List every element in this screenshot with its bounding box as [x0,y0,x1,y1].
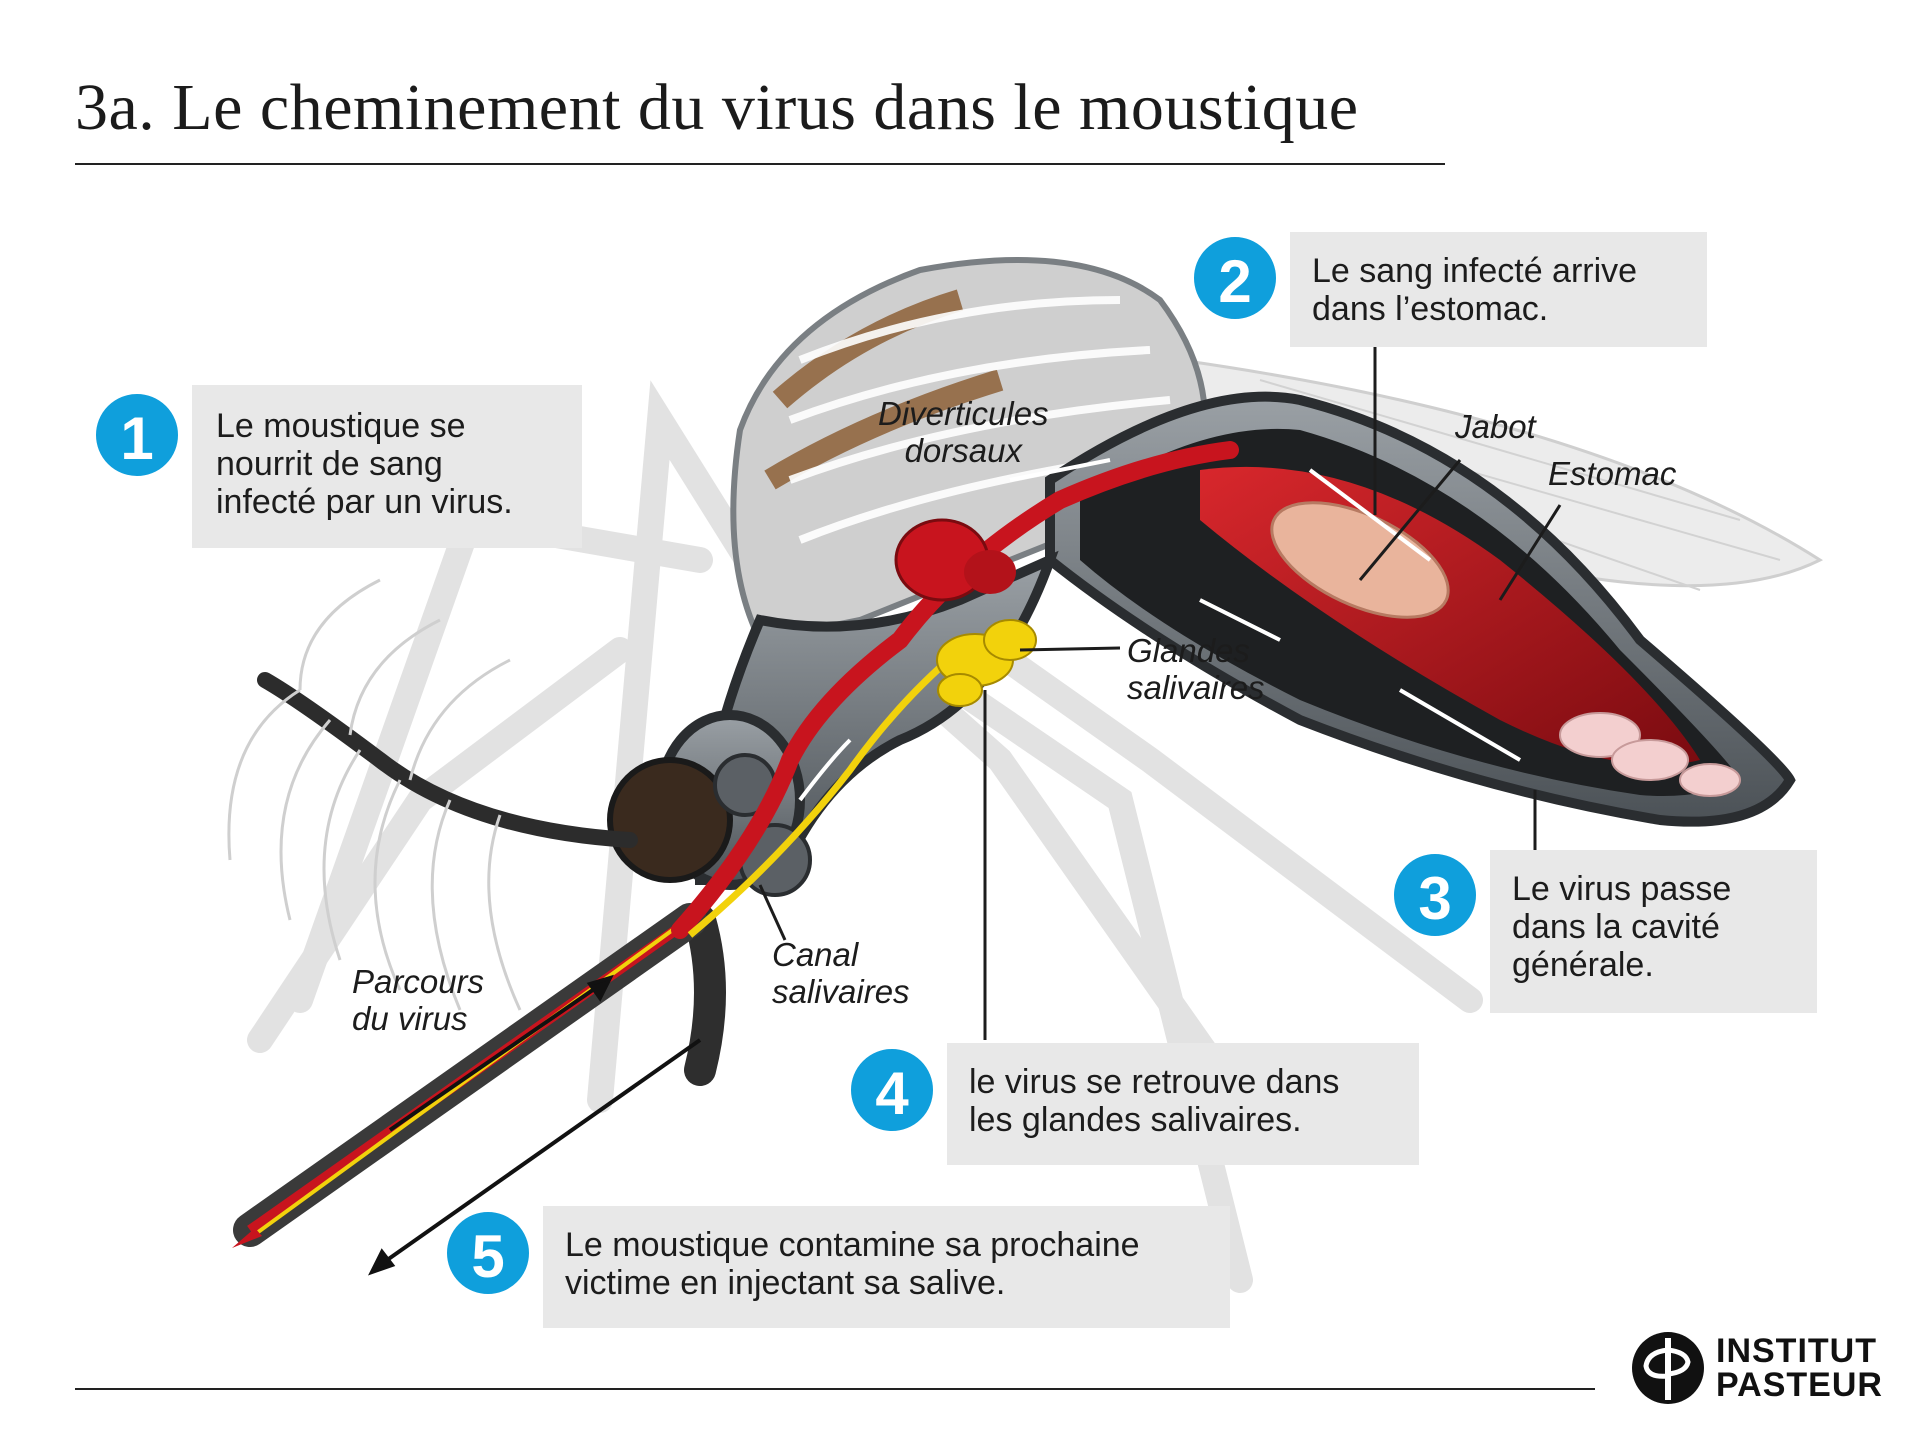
step-1-line-2: nourrit de sang [216,445,443,483]
proboscis-tip [232,1228,262,1248]
step-2-line-1: Le sang infecté arrive [1312,252,1638,290]
label-jabot: Jabot [1455,408,1536,445]
saliva-path [687,647,963,938]
step-3-line-1: Le virus passe [1512,870,1732,908]
title-rule [75,163,1445,165]
step-2-badge: 2 [1190,233,1280,323]
step-2-box: Le sang infecté arrive dans l’estomac. [1290,232,1707,347]
step-3-line-2: dans la cavité [1512,908,1720,946]
step-1-badge: 1 [92,390,182,480]
step-4-line-2: les glandes salivaires. [969,1101,1302,1139]
tail-organs [1559,712,1741,797]
label-estomac: Estomac [1548,455,1677,492]
page-title: 3a. Le cheminement du virus dans le mous… [75,71,1359,144]
label-parcours: Parcours du virus [352,963,485,1037]
label-glandes: Glandes salivaires [1127,632,1265,706]
leader-lines [758,345,1562,1040]
crop [1270,501,1450,619]
footer-rule [75,1388,1595,1390]
antenna [257,672,638,848]
step-1-line-1: Le moustique se [216,407,466,445]
blood-path [671,441,1239,939]
logo-text: INSTITUT PASTEUR [1716,1334,1883,1402]
step-4-line-1: le virus se retrouve dans [969,1063,1340,1101]
step-1-box: Le moustique se nourrit de sang infecté … [192,385,582,548]
institut-pasteur-logo: INSTITUT PASTEUR [1630,1330,1883,1406]
step-1-line-3: infecté par un virus. [216,483,513,521]
label-diverticules: Diverticules dorsaux [878,395,1049,469]
pasteur-logo-icon [1632,1332,1704,1404]
step-3-badge: 3 [1390,850,1480,940]
step-4-box: le virus se retrouve dans les glandes sa… [947,1043,1419,1165]
step-5-line-2: victime en injectant sa salive. [565,1264,1006,1302]
direction-arrows [368,974,702,1276]
step-2-line-2: dans l’estomac. [1312,290,1549,328]
salivary-gland-icon [936,619,1037,707]
label-canal: Canal salivaires [772,936,910,1010]
step-5-badge: 5 [443,1208,533,1298]
eye [607,757,733,883]
step-4-badge: 4 [847,1045,937,1135]
logo-line-2: PASTEUR [1716,1366,1883,1404]
palp [684,904,726,1086]
step-3-line-3: générale. [1512,946,1654,984]
step-3-box: Le virus passe dans la cavité générale. [1490,850,1817,1013]
logo-line-1: INSTITUT [1716,1332,1877,1370]
step-5-box: Le moustique contamine sa prochaine vict… [543,1206,1230,1328]
step-5-line-1: Le moustique contamine sa prochaine [565,1226,1140,1264]
